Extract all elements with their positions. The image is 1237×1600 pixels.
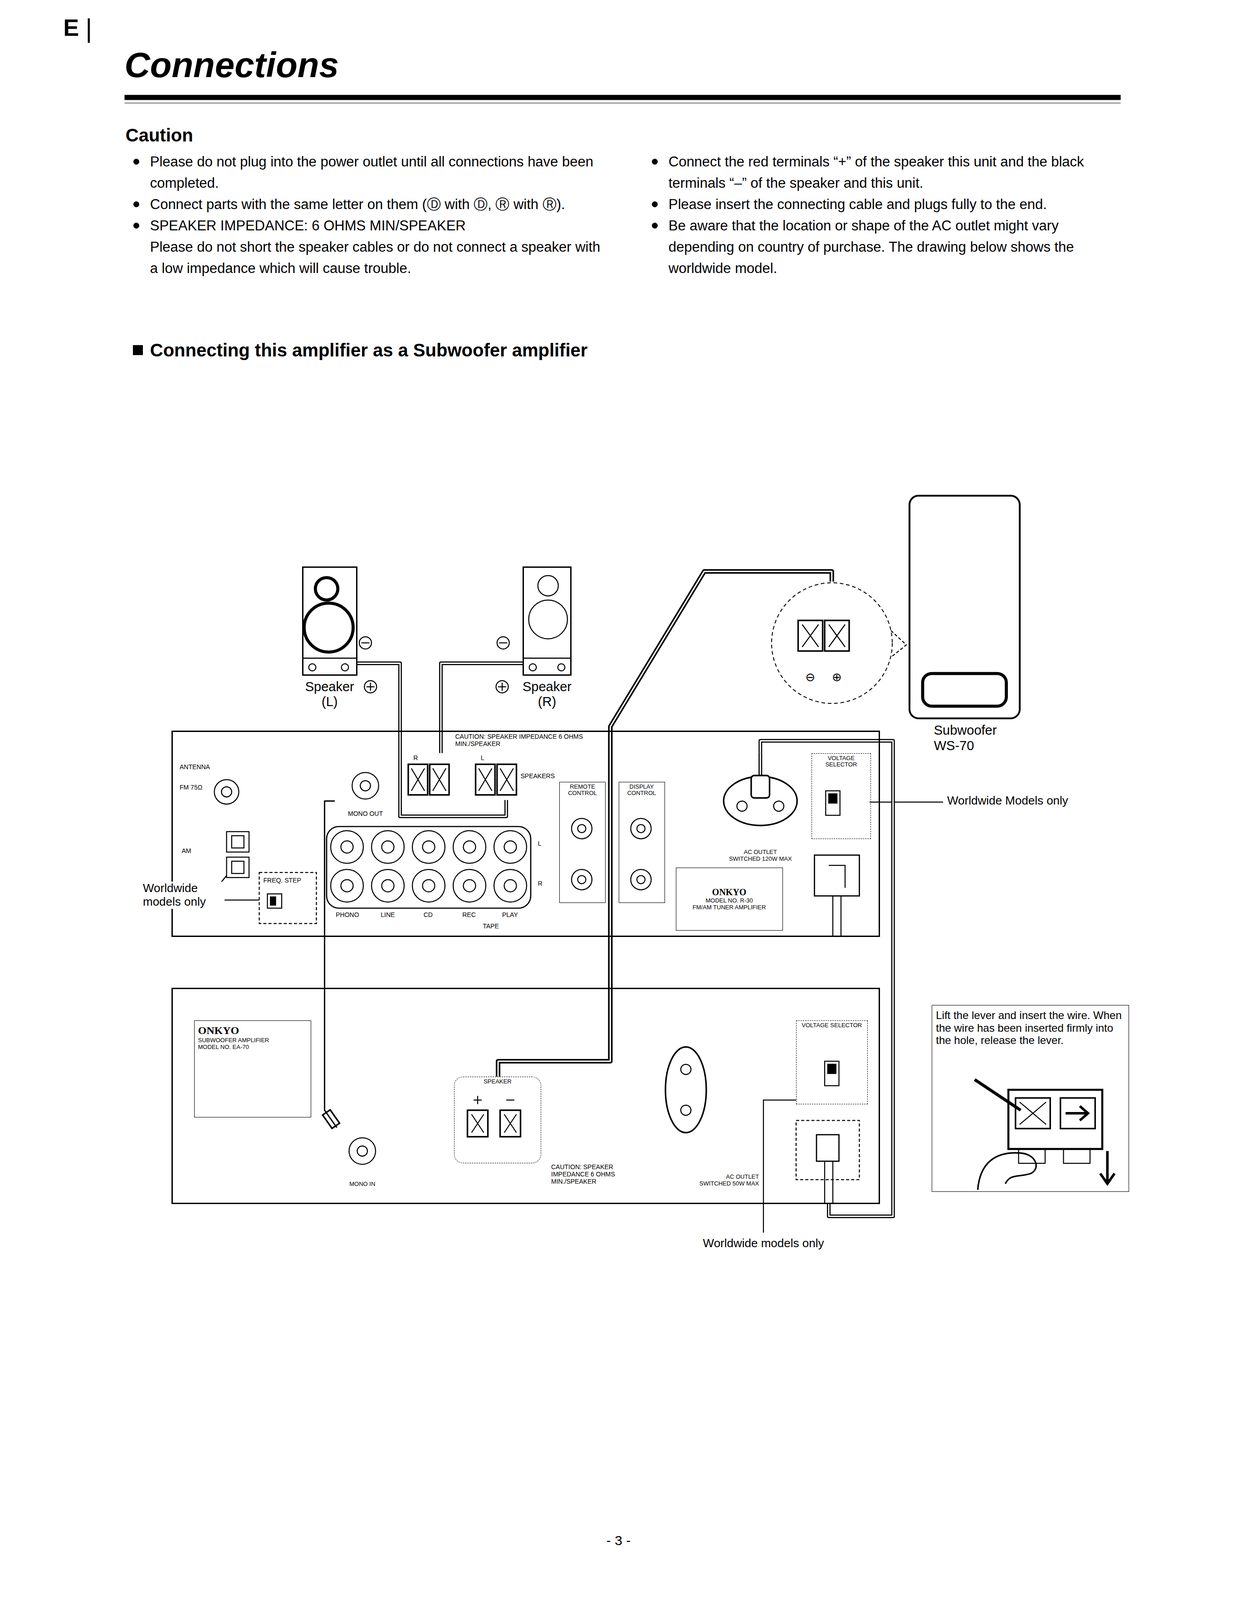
caution-note: Connect parts with the same letter on th…	[150, 193, 603, 216]
speaker-terminals: SPEAKER	[454, 1076, 541, 1164]
callout-outline	[770, 581, 894, 705]
panel-marking: L	[537, 840, 542, 848]
panel-marking: CAUTION: SPEAKER IMPEDANCE 6 OHMS MIN./S…	[455, 733, 599, 748]
panel-marking: R	[413, 754, 418, 762]
caution-note: Please insert the connecting cable and p…	[668, 193, 1121, 216]
panel-marking: FREQ. STEP	[263, 876, 302, 885]
panel-marking: PHONO	[335, 911, 359, 919]
caution-note: Please do not plug into the power outlet…	[150, 151, 603, 194]
panel-marking: ANTENNA	[179, 763, 211, 771]
caution-note: Connect the red terminals “+” of the spe…	[668, 151, 1121, 194]
panel-marking: LINE	[380, 911, 395, 919]
panel-marking: MODEL NO. EA-70	[198, 1044, 250, 1052]
panel-marking: CD	[423, 911, 433, 919]
cable-outline	[498, 571, 832, 1077]
display-control-jacks: DISPLAY CONTROL	[618, 782, 665, 904]
panel-marking: ONKYO	[198, 1024, 240, 1038]
panel-marking: AM	[181, 847, 192, 855]
panel-marking: AC OUTLET	[743, 849, 778, 856]
cable-core	[760, 741, 894, 1218]
terminal-callout: ⊖⊕	[770, 581, 894, 705]
speaker-terminals: SPEAKERS R L	[406, 753, 557, 801]
callout-circle	[771, 582, 893, 704]
rca-cable	[324, 801, 338, 1128]
panel-marking: L	[480, 754, 485, 762]
panel-marking: Lift the lever and insert the wire. When…	[935, 1009, 1125, 1047]
page-title: Connections	[124, 44, 339, 86]
part-label: Speaker (L)	[301, 679, 359, 710]
model-note: Worldwide Models only	[947, 794, 1069, 808]
model-plate: ONKYOSUBWOOFER AMPLIFIERMODEL NO. EA-70	[194, 1020, 312, 1118]
panel-marking: SWITCHED 120W MAX	[728, 855, 793, 863]
panel-marking: TAPE	[482, 922, 499, 930]
panel-marking: PLAY	[502, 911, 519, 919]
panel-marking: CAUTION: SPEAKER IMPEDANCE 6 OHMS MIN./S…	[551, 1163, 652, 1186]
panel-marking: MONO IN	[349, 1181, 376, 1189]
panel-marking: R	[537, 880, 543, 888]
text-column: Please do not plug into the power outlet…	[150, 151, 603, 279]
rear-panel: CAUTION: SPEAKER IMPEDANCE 6 OHMS MIN./S…	[171, 987, 881, 1205]
rear-panel: ANTENNA FM 75Ω AM CAUTION: SPEAKER IMPEDANC…	[171, 730, 881, 938]
instruction-inset: Lift the lever and insert the wire. When…	[931, 1005, 1130, 1193]
power-cord	[760, 741, 894, 1218]
panel-marking: VOLTAGE SELECTOR	[801, 1022, 862, 1030]
speaker-cabinet: Speaker (R)	[522, 566, 572, 676]
panel-marking: SUBWOOFER AMPLIFIER	[198, 1037, 270, 1045]
cable-core	[498, 571, 832, 1077]
panel-marking: AC OUTLET	[725, 1173, 759, 1181]
panel-marking: MODEL NO. R-30	[705, 897, 753, 905]
panel-marking: SWITCHED 50W MAX	[699, 1180, 759, 1188]
model-plate: ONKYOMODEL NO. R-30FM/AM TUNER AMPLIFIER	[675, 867, 783, 932]
panel-marking: SPEAKER	[483, 1078, 512, 1086]
page-number: - 3 -	[606, 1533, 631, 1550]
panel-marking: FM 75Ω	[179, 783, 203, 792]
section-heading: Connecting this amplifier as a Subwoofer…	[150, 339, 588, 361]
panel-marking: ONKYO	[712, 887, 747, 898]
model-note: Worldwide models only	[703, 1237, 825, 1251]
panel-marking: REMOTE CONTROL	[561, 783, 604, 798]
language-tab: E	[63, 14, 80, 42]
ac-outlet: AC OUTLETSWITCHED 120W MAX	[714, 753, 807, 864]
remote-control-jacks: REMOTE CONTROL	[559, 782, 606, 904]
voltage-selector: VOLTAGE SELECTOR	[796, 1020, 868, 1105]
caution-note: SPEAKER IMPEDANCE: 6 OHMS MIN/SPEAKER	[150, 215, 603, 237]
subwoofer-cable	[498, 571, 832, 1077]
panel-marking: DISPLAY CONTROL	[620, 783, 664, 798]
model-note: Worldwide models only	[142, 881, 225, 910]
cable-outline	[324, 801, 338, 1128]
cable-outline	[760, 741, 894, 1218]
subwoofer-cabinet: Subwoofer WS-70	[908, 494, 1022, 720]
mono-in-jack: MONO IN	[337, 1127, 389, 1189]
voltage-selector: VOLTAGE SELECTOR	[811, 753, 871, 840]
caution-note: Please do not short the speaker cables o…	[150, 236, 603, 279]
part-label: Speaker (R)	[518, 679, 576, 710]
panel-marking: SPEAKERS	[520, 772, 555, 780]
panel-marking: ⊕	[831, 670, 842, 685]
panel-marking: FM/AM TUNER AMPLIFIER	[692, 904, 767, 912]
ac-outlet: AC OUTLETSWITCHED 50W MAX	[658, 1041, 761, 1189]
panel-marking: ⊖	[805, 670, 816, 685]
panel-marking: MONO OUT	[347, 810, 383, 818]
text-column: Connect the red terminals “+” of the spe…	[668, 151, 1121, 279]
section-heading: Caution	[125, 124, 194, 146]
part-label: Subwoofer WS-70	[933, 723, 1016, 754]
speaker-cabinet: Speaker (L)	[302, 566, 358, 676]
panel-marking: REC	[462, 911, 476, 919]
mono-out-jack: MONO OUT	[334, 767, 397, 819]
caution-note: Be aware that the location or shape of t…	[668, 215, 1121, 279]
panel-marking: VOLTAGE SELECTOR	[813, 755, 870, 769]
